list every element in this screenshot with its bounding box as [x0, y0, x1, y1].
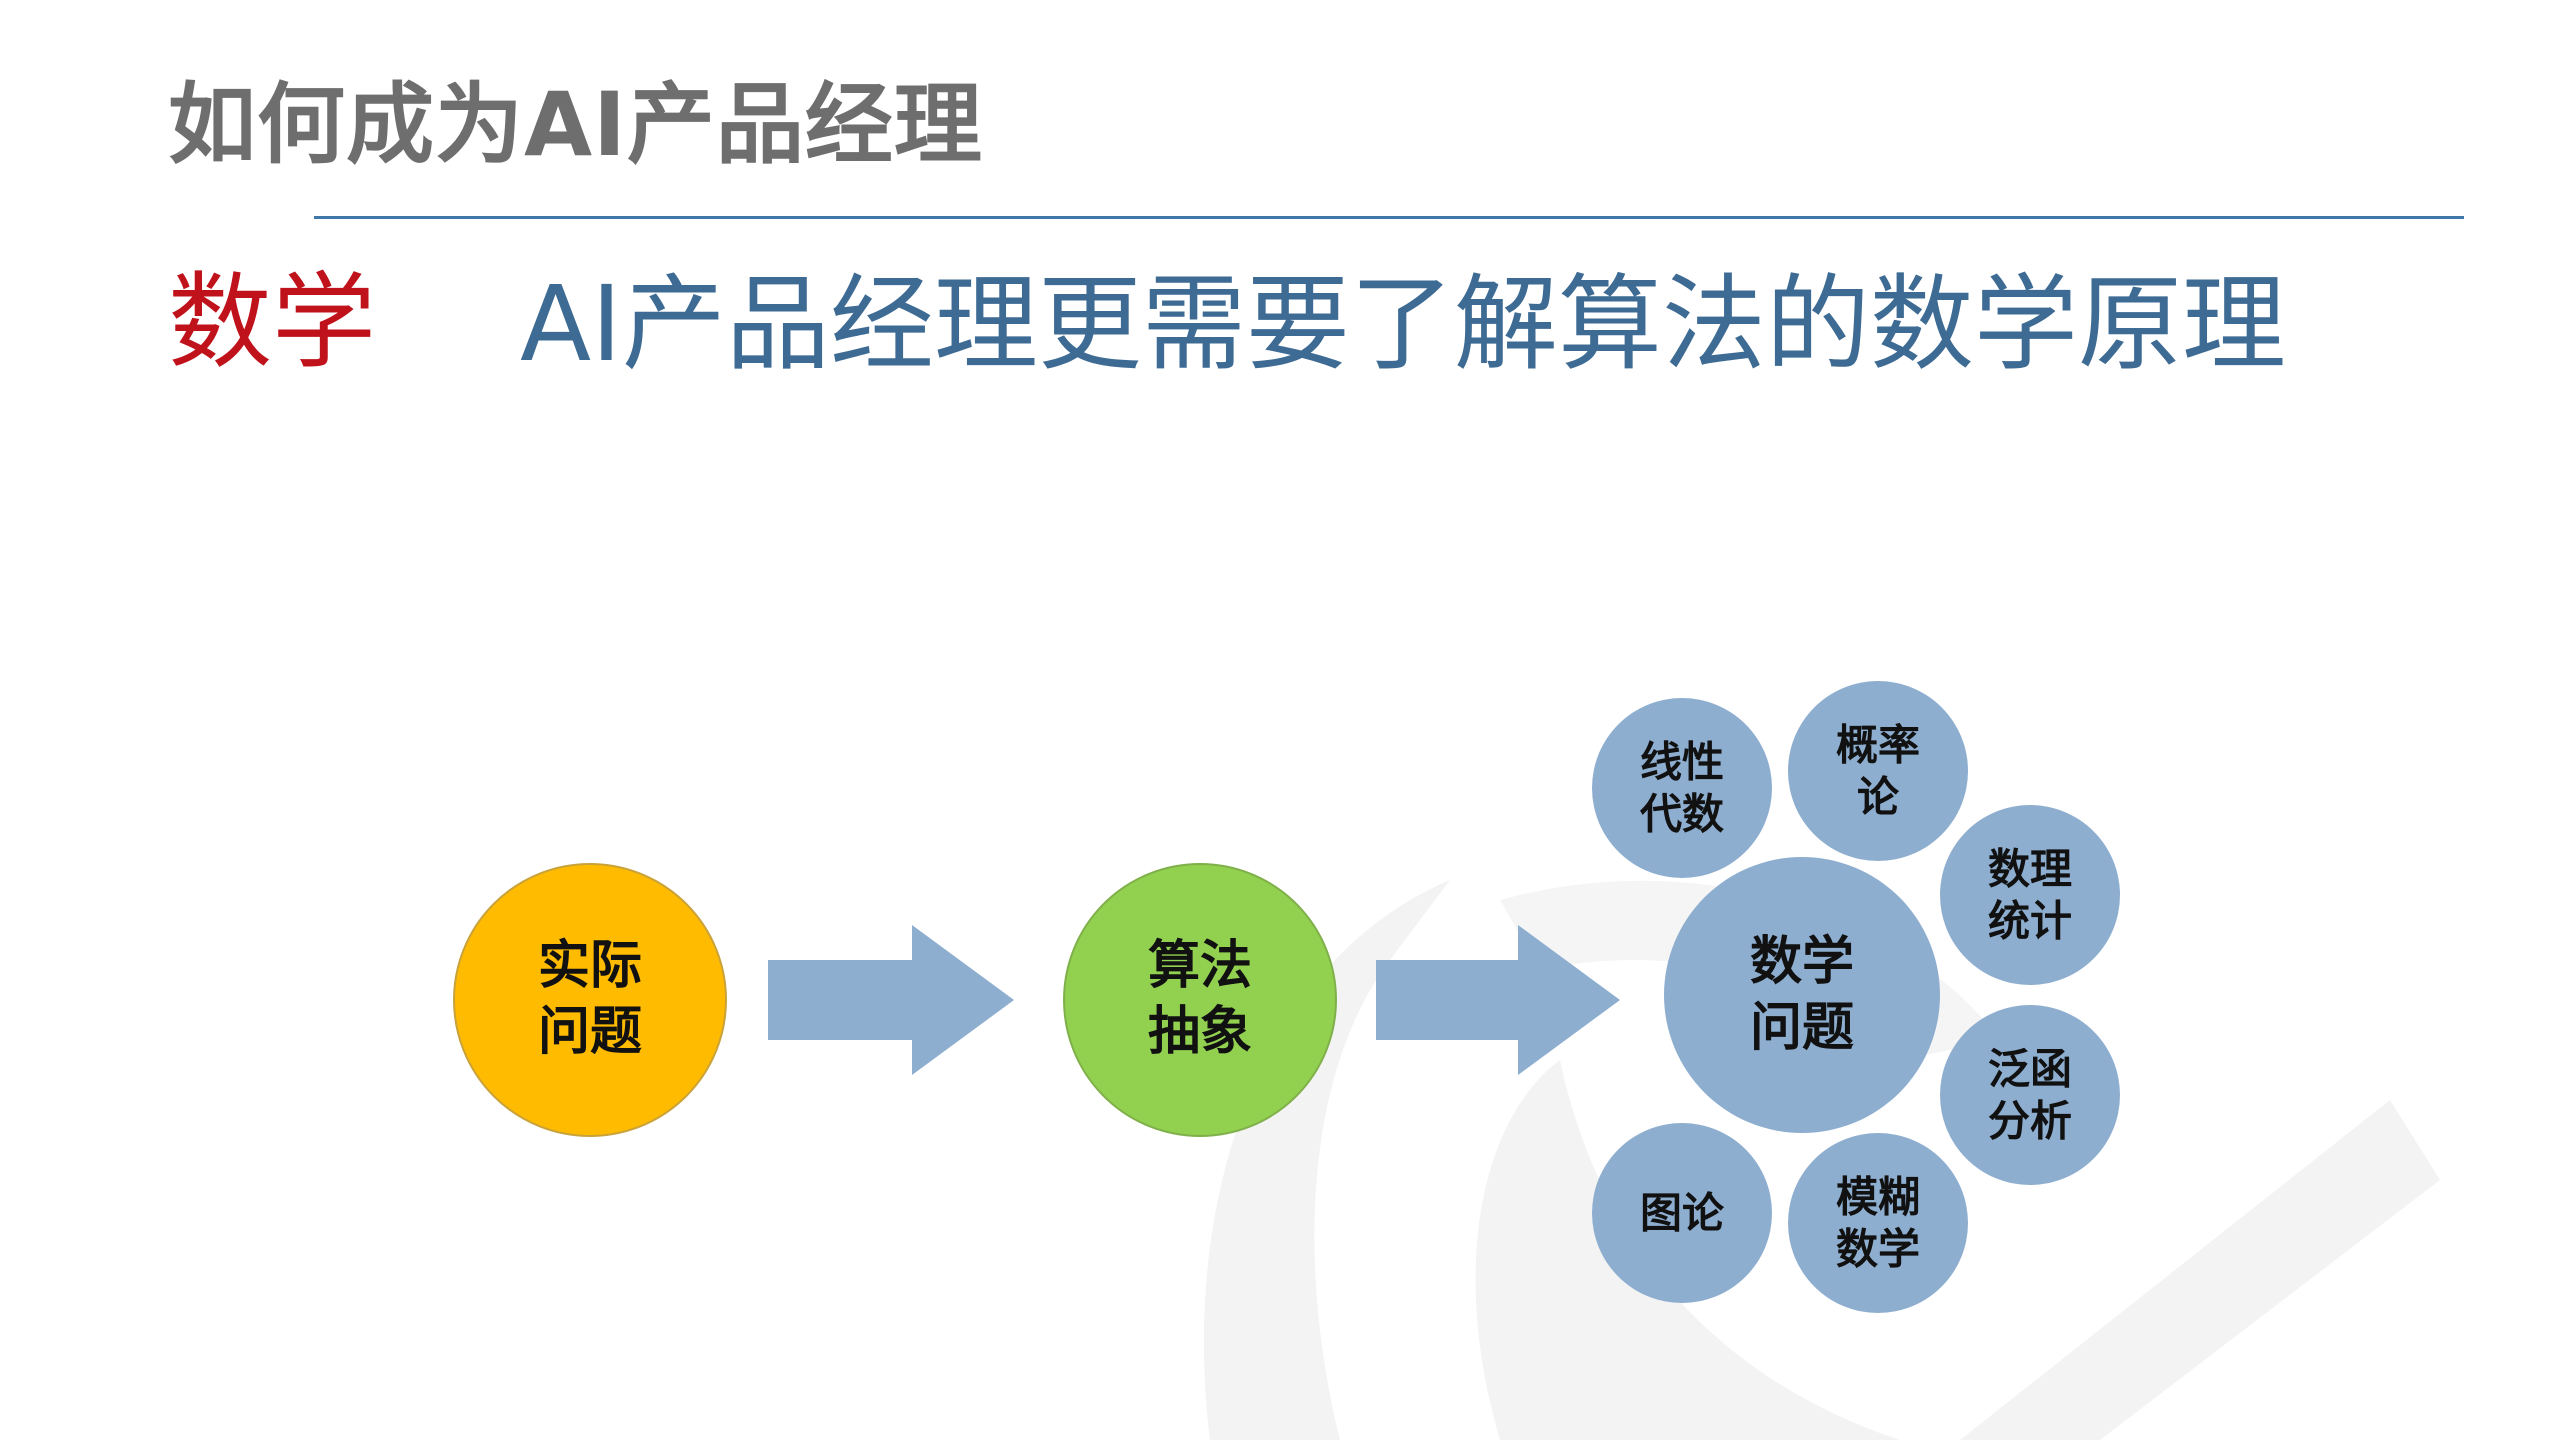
node-actual-problem-line-1: 实际: [538, 936, 642, 996]
node-algorithm-abstraction: 算法 抽象: [1063, 863, 1337, 1137]
topic-probability-line-1: 概率: [1836, 721, 1920, 770]
topic-probability-line-2: 论: [1857, 773, 1900, 822]
node-math-problem: 数学 问题: [1664, 857, 1940, 1133]
flow-arrow-1: [768, 925, 1014, 1075]
topic-fuzzy-math: 模糊 数学: [1788, 1133, 1968, 1313]
topic-fuzzy-math-line-1: 模糊: [1836, 1173, 1920, 1222]
topic-probability-circle: [1788, 681, 1968, 861]
topic-fuzzy-math-line-2: 数学: [1836, 1225, 1920, 1274]
topic-linear-algebra-line-1: 线性: [1640, 738, 1724, 787]
slide-title: 如何成为AI产品经理: [168, 73, 983, 176]
topic-graph-theory-line-1: 图论: [1640, 1189, 1725, 1238]
subject-label: 数学: [168, 261, 377, 383]
topic-mathematical-statistics-line-1: 数理: [1988, 845, 2072, 894]
topic-graph-theory-circle: [1592, 1123, 1772, 1303]
topic-linear-algebra: 线性 代数: [1592, 698, 1772, 878]
topic-functional-analysis-line-1: 泛函: [1988, 1045, 2072, 1094]
topic-fuzzy-math-circle: [1788, 1133, 1968, 1313]
node-math-problem-line-2: 问题: [1750, 998, 1854, 1058]
topic-functional-analysis: 泛函 分析: [1940, 1005, 2120, 1185]
topic-linear-algebra-circle: [1592, 698, 1772, 878]
topic-functional-analysis-circle: [1940, 1005, 2120, 1185]
topic-linear-algebra-line-2: 代数: [1639, 790, 1724, 839]
topic-mathematical-statistics: 数理 统计: [1940, 805, 2120, 985]
node-actual-problem-circle: [453, 863, 727, 1137]
node-math-problem-circle: [1664, 857, 1940, 1133]
flow-arrow-2: [1376, 925, 1620, 1075]
topic-probability: 概率 论: [1788, 681, 1968, 861]
topic-mathematical-statistics-circle: [1940, 805, 2120, 985]
topic-mathematical-statistics-line-2: 统计: [1988, 897, 2072, 946]
node-algorithm-abstraction-circle: [1063, 863, 1337, 1137]
node-algorithm-abstraction-line-2: 抽象: [1148, 1002, 1252, 1062]
node-actual-problem-line-2: 问题: [538, 1002, 642, 1062]
headline: AI产品经理更需要了解算法的数学原理: [520, 263, 2286, 385]
node-algorithm-abstraction-line-1: 算法: [1148, 936, 1252, 996]
topic-graph-theory: 图论: [1592, 1123, 1772, 1303]
topic-functional-analysis-line-2: 分析: [1988, 1097, 2072, 1146]
title-divider: [314, 216, 2464, 219]
node-math-problem-line-1: 数学: [1750, 932, 1854, 992]
node-actual-problem: 实际 问题: [453, 863, 727, 1137]
